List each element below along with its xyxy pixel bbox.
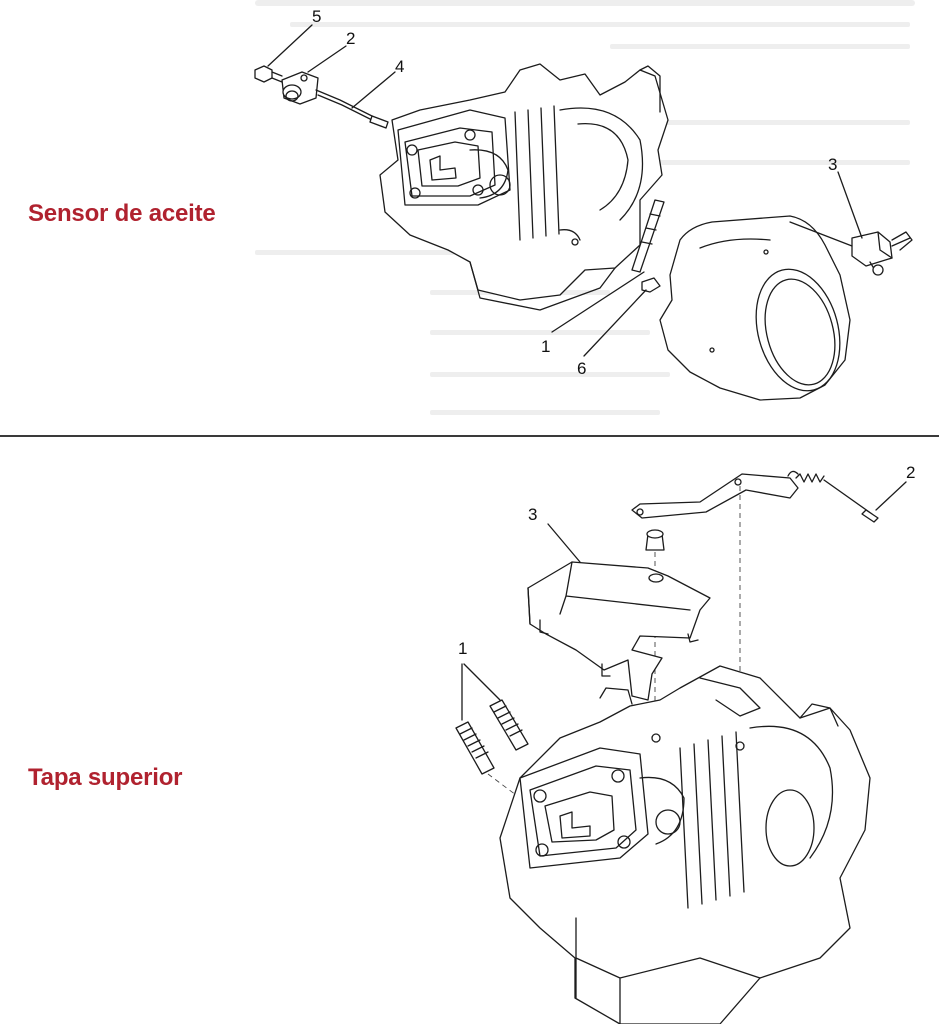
callout-4: 4	[395, 57, 404, 76]
background-ghost-text	[255, 0, 915, 415]
sensor-wire	[315, 89, 389, 129]
ignition-module	[789, 221, 913, 276]
callout-1: 1	[458, 639, 467, 658]
engine-block-top	[379, 63, 669, 311]
top-cover-panel: Tapa superior	[0, 438, 939, 1024]
callout-leaders-bottom	[461, 481, 907, 721]
engine-block-bottom	[499, 665, 871, 1024]
fan-shroud	[659, 215, 851, 401]
top-cover-label: Tapa superior	[28, 764, 183, 791]
section-divider	[0, 435, 939, 437]
dipstick-bracket	[631, 199, 665, 273]
callout-3: 3	[528, 505, 537, 524]
callout-2: 2	[906, 463, 915, 482]
callout-3: 3	[828, 155, 837, 174]
callout-leaders	[267, 24, 863, 357]
drain-fitting	[641, 277, 661, 293]
bolt	[254, 65, 283, 83]
callout-1: 1	[541, 337, 550, 356]
oil-sensor-panel: Sensor de aceite	[0, 0, 939, 436]
sensor-body	[281, 71, 319, 105]
callout-6: 6	[577, 359, 586, 378]
oil-sensor-diagram: 5 2 4 3 1 6	[254, 0, 915, 415]
studs	[455, 699, 529, 799]
callout-5: 5	[312, 7, 321, 26]
callout-2: 2	[346, 29, 355, 48]
oil-sensor-label: Sensor de aceite	[28, 200, 216, 227]
return-spring	[787, 470, 879, 523]
top-cover	[527, 561, 711, 701]
top-cover-diagram: 3 2 1	[455, 463, 915, 1024]
